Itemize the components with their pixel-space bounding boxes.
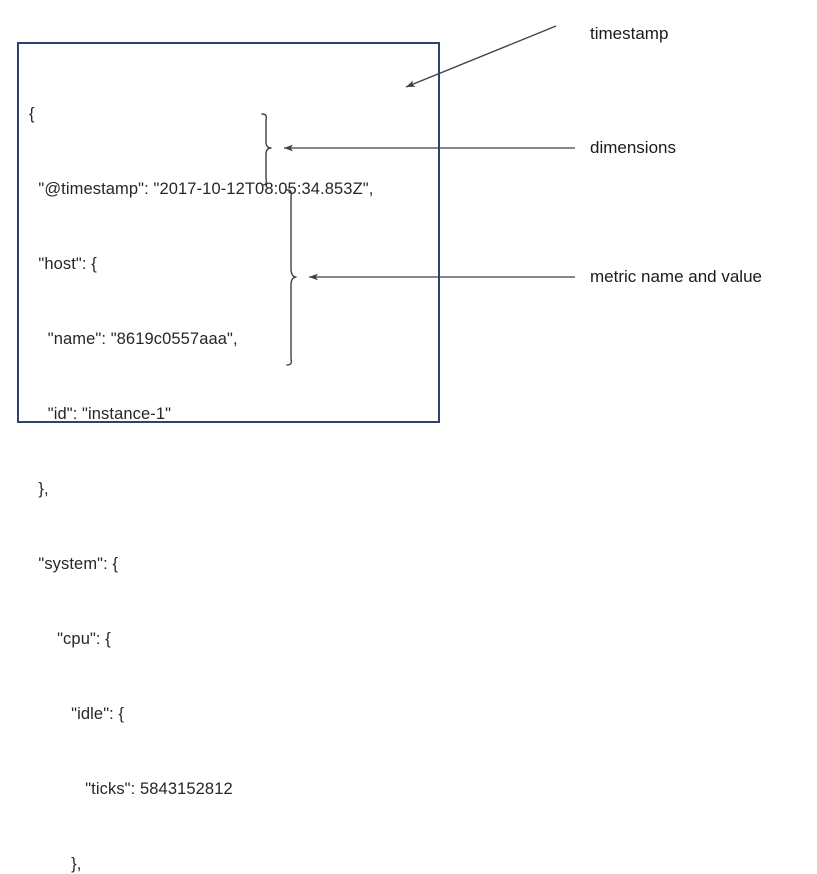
- json-document-box: { "@timestamp": "2017-10-12T08:05:34.853…: [17, 42, 440, 873]
- json-line-host-name: "name": "8619c0557aaa",: [29, 330, 238, 348]
- annotation-label-dimensions: dimensions: [590, 138, 676, 157]
- json-line-host-close: },: [29, 480, 49, 498]
- json-line-host-id: "id": "instance-1": [29, 405, 172, 423]
- json-line-system-open: "system": {: [29, 555, 119, 573]
- json-line-cpu-open: "cpu": {: [29, 630, 111, 648]
- json-line-idle-close: },: [29, 855, 82, 873]
- annotation-label-timestamp: timestamp: [590, 24, 669, 43]
- json-code-block: { "@timestamp": "2017-10-12T08:05:34.853…: [29, 52, 434, 874]
- annotation-label-metric: metric name and value: [590, 267, 762, 286]
- json-line-host-open: "host": {: [29, 255, 97, 273]
- diagram-canvas: { "@timestamp": "2017-10-12T08:05:34.853…: [17, 24, 762, 873]
- json-line-idle-open: "idle": {: [29, 705, 125, 723]
- json-line: {: [29, 105, 35, 123]
- json-line-timestamp: "@timestamp": "2017-10-12T08:05:34.853Z"…: [29, 180, 374, 198]
- json-line-ticks: "ticks": 5843152812: [29, 780, 233, 798]
